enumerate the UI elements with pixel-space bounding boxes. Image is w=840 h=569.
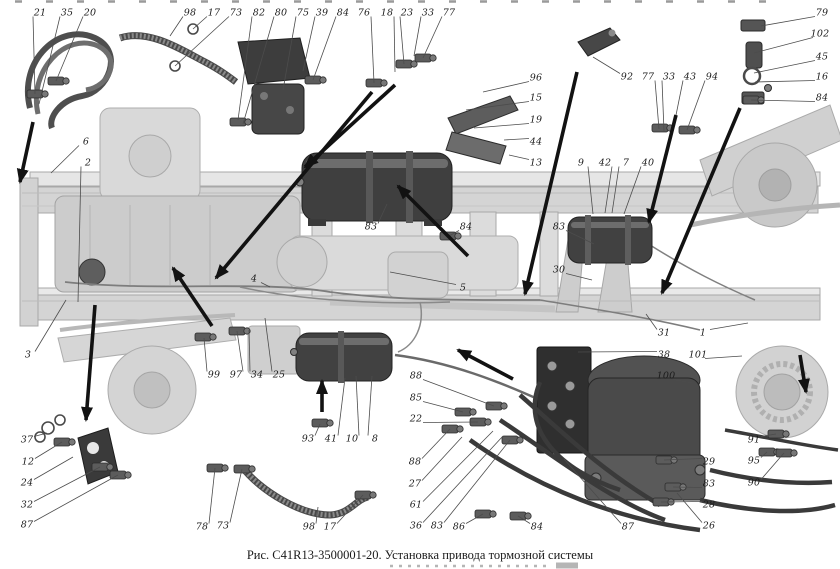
callout-78: 78 — [195, 521, 209, 533]
air-tank-2 — [290, 331, 393, 383]
callout-35: 35 — [60, 7, 74, 19]
callout-45: 45 — [815, 51, 829, 63]
callout-17: 17 — [207, 7, 221, 19]
callout-28: 28 — [702, 499, 716, 511]
callout-93: 93 — [301, 433, 315, 445]
callout-18: 18 — [380, 7, 394, 19]
callout-20: 20 — [83, 7, 97, 19]
callout-40: 40 — [641, 157, 655, 169]
callout-98: 98 — [183, 7, 197, 19]
callout-26: 26 — [702, 520, 716, 532]
cropped-bottom-highlight — [556, 562, 578, 569]
top-right-parts-stack — [740, 19, 772, 105]
rear-axle — [689, 104, 840, 439]
callout-101: 101 — [688, 349, 708, 361]
callout-9: 9 — [577, 157, 585, 169]
callout-83: 83 — [702, 478, 716, 490]
callout-85: 85 — [409, 392, 423, 404]
callout-43: 43 — [683, 71, 697, 83]
callout-21: 21 — [33, 7, 47, 19]
callout-88: 88 — [409, 370, 423, 382]
callout-33: 33 — [662, 71, 676, 83]
callout-23: 23 — [400, 7, 414, 19]
callout-15: 15 — [529, 92, 543, 104]
callout-102: 102 — [810, 28, 830, 40]
callout-39: 39 — [315, 7, 329, 19]
callout-94: 94 — [705, 71, 719, 83]
callout-2: 2 — [84, 157, 92, 169]
air-tank-3 — [567, 215, 653, 265]
callout-38: 38 — [657, 349, 671, 361]
callout-24: 24 — [20, 477, 34, 489]
callout-83: 83 — [430, 520, 444, 532]
callout-79: 79 — [815, 7, 829, 19]
callout-75: 75 — [296, 7, 310, 19]
callout-29: 29 — [702, 456, 716, 468]
callout-6: 6 — [82, 136, 90, 148]
callout-84: 84 — [459, 221, 473, 233]
callout-96: 96 — [529, 72, 543, 84]
callout-22: 22 — [409, 413, 423, 425]
callout-97: 97 — [229, 369, 243, 381]
engine — [54, 107, 301, 293]
callout-73: 73 — [229, 7, 243, 19]
callout-82: 82 — [252, 7, 266, 19]
callout-42: 42 — [598, 157, 612, 169]
callout-10: 10 — [345, 433, 359, 445]
air-dryer-assembly — [536, 346, 706, 501]
callout-95: 95 — [747, 455, 761, 467]
callout-86: 86 — [452, 521, 466, 533]
pipe-clamp-92 — [577, 27, 621, 57]
callout-34: 34 — [250, 369, 264, 381]
callout-25: 25 — [272, 369, 286, 381]
callout-87: 87 — [20, 519, 34, 531]
callout-61: 61 — [409, 499, 423, 511]
callout-83: 83 — [552, 221, 566, 233]
callout-76: 76 — [357, 7, 371, 19]
callout-80: 80 — [274, 7, 288, 19]
callout-84: 84 — [815, 92, 829, 104]
callout-1: 1 — [699, 327, 707, 339]
callout-5: 5 — [459, 282, 467, 294]
figure-caption: Рис. С41R13-3500001-20. Установка привод… — [246, 548, 594, 562]
callout-77: 77 — [442, 7, 456, 19]
callout-84: 84 — [336, 7, 350, 19]
callout-30: 30 — [552, 264, 566, 276]
callout-19: 19 — [529, 114, 543, 126]
callout-3: 3 — [24, 349, 32, 361]
callout-98: 98 — [302, 521, 316, 533]
callout-12: 12 — [21, 456, 35, 468]
callout-99: 99 — [207, 369, 221, 381]
callout-84: 84 — [530, 521, 544, 533]
callout-13: 13 — [529, 157, 543, 169]
connector-bracket-24 — [34, 414, 119, 485]
callout-37: 37 — [20, 434, 34, 446]
callout-92: 92 — [620, 71, 634, 83]
air-tank-1 — [295, 151, 453, 226]
callout-87: 87 — [621, 521, 635, 533]
callout-32: 32 — [20, 499, 34, 511]
mounting-bracket-96 — [445, 95, 519, 165]
callout-33: 33 — [421, 7, 435, 19]
callout-88: 88 — [408, 456, 422, 468]
callout-100: 100 — [656, 370, 676, 382]
callout-31: 31 — [657, 327, 671, 339]
front-axle — [57, 313, 237, 435]
callout-8: 8 — [371, 433, 379, 445]
callout-16: 16 — [815, 71, 829, 83]
callout-27: 27 — [408, 478, 422, 490]
callout-36: 36 — [409, 520, 423, 532]
callout-44: 44 — [529, 136, 543, 148]
callout-77: 77 — [641, 71, 655, 83]
callout-90: 90 — [747, 477, 761, 489]
callout-73: 73 — [216, 520, 230, 532]
callout-7: 7 — [622, 157, 630, 169]
callout-17: 17 — [323, 521, 337, 533]
callout-41: 41 — [324, 433, 338, 445]
callout-83: 83 — [364, 221, 378, 233]
callout-4: 4 — [250, 273, 258, 285]
callout-91: 91 — [747, 434, 761, 446]
